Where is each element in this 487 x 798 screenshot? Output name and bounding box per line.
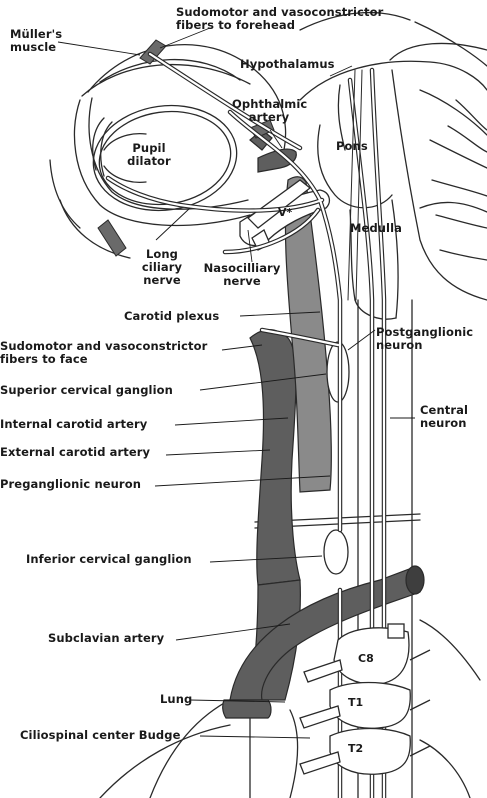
label-pupil-dilator: Pupil dilator bbox=[120, 142, 178, 168]
label-superior-cervical-ganglion: Superior cervical ganglion bbox=[0, 384, 173, 397]
label-ciliospinal-center: Ciliospinal center Budge bbox=[20, 729, 180, 742]
label-long-ciliary-nerve: Long ciliary nerve bbox=[134, 248, 190, 287]
label-inferior-cervical-ganglion: Inferior cervical ganglion bbox=[26, 553, 192, 566]
external-carotid-artery bbox=[250, 330, 300, 585]
label-nasociliary-nerve: Nasocilliary nerve bbox=[196, 262, 288, 288]
long-ciliary-shape bbox=[98, 220, 126, 256]
brain-cortex bbox=[300, 43, 487, 300]
label-v-star: V* bbox=[278, 206, 293, 219]
label-t2: T2 bbox=[348, 742, 363, 755]
label-lung: Lung bbox=[160, 693, 192, 706]
label-internal-carotid-artery: Internal carotid artery bbox=[0, 418, 147, 431]
label-preganglionic-neuron: Preganglionic neuron bbox=[0, 478, 141, 491]
label-sudomotor-face: Sudomotor and vasoconstrictor fibers to … bbox=[0, 340, 207, 366]
label-central-neuron: Central neuron bbox=[420, 404, 468, 430]
label-t1: T1 bbox=[348, 696, 363, 709]
label-ophthalmic-artery: Ophthalmic artery bbox=[232, 98, 306, 124]
label-hypothalamus: Hypothalamus bbox=[240, 58, 335, 71]
label-external-carotid-artery: External carotid artery bbox=[0, 446, 150, 459]
label-subclavian-artery: Subclavian artery bbox=[48, 632, 164, 645]
spinal-segments bbox=[300, 624, 430, 774]
label-postganglionic-neuron: Postganglionic neuron bbox=[376, 326, 473, 352]
label-muller-muscle: Müller's muscle bbox=[10, 28, 62, 54]
label-sudomotor-forehead: Sudomotor and vasoconstrictor fibers to … bbox=[176, 6, 383, 32]
label-medulla: Medulla bbox=[350, 222, 402, 235]
label-pons: Pons bbox=[336, 140, 368, 153]
label-carotid-plexus: Carotid plexus bbox=[124, 310, 219, 323]
label-c8: C8 bbox=[358, 652, 374, 665]
inferior-cervical-ganglion-shape bbox=[324, 530, 348, 574]
